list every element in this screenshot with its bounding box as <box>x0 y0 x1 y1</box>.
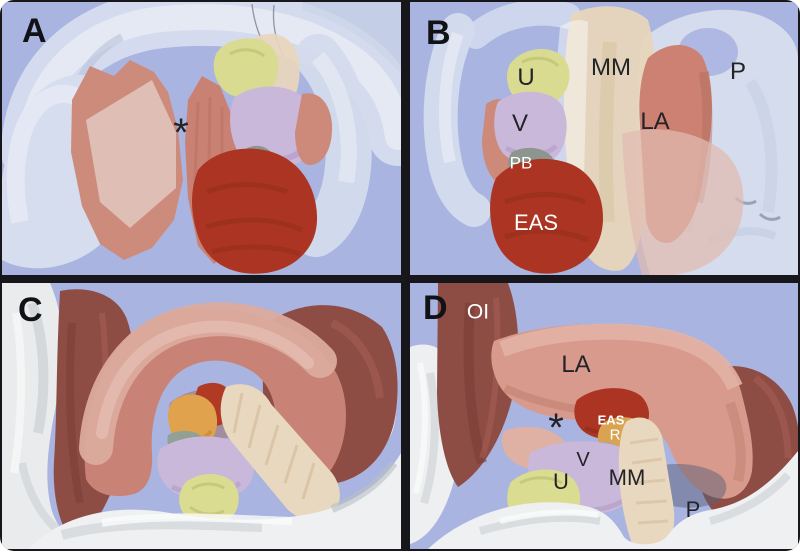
panel-letter-c: C <box>18 291 43 329</box>
annotation-r-d: R <box>609 426 621 444</box>
annotation-v-b: V <box>511 110 529 137</box>
annotation-asterisk-d: * <box>548 406 564 451</box>
annotation-eas-b: EAS <box>513 210 559 235</box>
panel-letter-b: B <box>426 14 451 52</box>
panel-letter-a: A <box>22 12 47 50</box>
panel-c-inferior-view: C <box>2 283 401 549</box>
panel-letter-d: D <box>423 289 448 327</box>
annotation-asterisk-a: * <box>173 111 189 156</box>
panel-a-render <box>2 2 401 275</box>
panel-d-render <box>410 283 798 549</box>
panel-c-render <box>2 283 401 549</box>
annotation-u-b: U <box>517 64 535 91</box>
annotation-p-b: P <box>729 58 747 85</box>
panel-b-lateral-view: B U MM P V LA PB EAS <box>410 2 798 275</box>
annotation-eas-d: EAS <box>597 412 625 428</box>
panel-d-inferior-labeled-view: D OI LA * EAS R V U MM P <box>410 283 798 549</box>
panel-b-render <box>410 2 798 275</box>
annotation-pb-b: PB <box>509 153 533 173</box>
annotation-oi-d: OI <box>466 300 490 324</box>
panel-a-anterior-view: A * <box>2 2 401 275</box>
annotation-u-d: U <box>553 469 569 494</box>
annotation-v-d: V <box>576 449 590 471</box>
annotation-la-b: LA <box>640 108 670 135</box>
annotation-la-d: LA <box>561 351 591 378</box>
annotation-p-d: P <box>685 497 701 522</box>
annotation-mm-b: MM <box>591 54 631 81</box>
annotation-mm-d: MM <box>608 465 646 490</box>
